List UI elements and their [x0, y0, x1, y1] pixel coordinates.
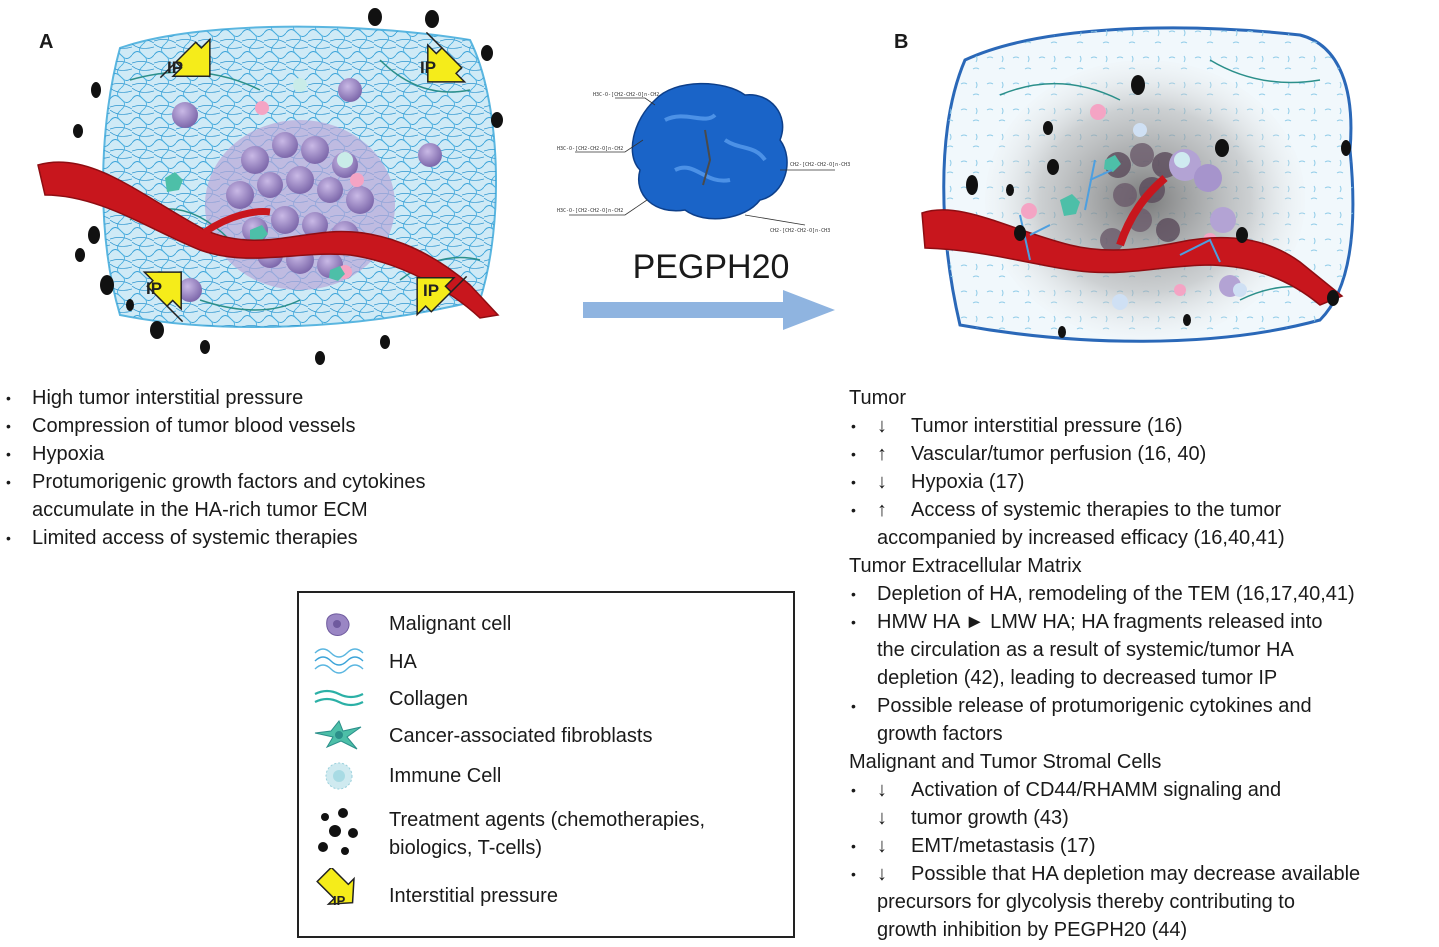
panel-b-tumor-illustration — [921, 26, 1355, 343]
protein-surface — [631, 82, 788, 220]
peg-chains — [569, 97, 835, 226]
list-item: Compression of tumor blood vessels — [4, 412, 426, 440]
pegph20-molecule: H3C-O-[CH2-CH2-O]n-CH2 H3C-O-[CH2-CH2-O]… — [557, 82, 850, 234]
list-item-continuation: ↓tumor growth (43) — [849, 804, 1360, 832]
list-item-continuation: accumulate in the HA-rich tumor ECM — [32, 499, 368, 521]
legend-ha: HA — [389, 651, 417, 673]
ip-arrow-bottom-left: IP — [142, 271, 184, 323]
interstitial-pressure-icon: IP — [316, 868, 355, 908]
legend-interstitial-pressure: Interstitial pressure — [389, 885, 558, 907]
list-item-continuation: precursors for glycolysis thereby contri… — [877, 891, 1295, 913]
panel-a-findings-list: High tumor interstitial pressure Compres… — [4, 384, 426, 552]
peg-chain-label: CH2-[CH2-CH2-O]n-CH3 — [770, 228, 830, 234]
section-heading: Malignant and Tumor Stromal Cells — [849, 751, 1162, 773]
svg-text:IP: IP — [420, 58, 436, 77]
change-arrow: ↑ — [877, 499, 887, 521]
legend-immune-cell: Immune Cell — [389, 765, 502, 787]
list-item-continuation: the circulation as a result of systemic/… — [877, 639, 1294, 661]
legend-malignant-cell: Malignant cell — [389, 613, 512, 635]
treatment-agents-a — [73, 8, 503, 365]
list-item-continuation: depletion (42), leading to decreased tum… — [877, 667, 1278, 689]
ha-icon — [314, 648, 364, 674]
panel-b-label: B — [894, 31, 909, 53]
list-item: ↓Activation of CD44/RHAMM signaling and — [849, 776, 1360, 804]
treatment-agents-icon — [318, 808, 358, 855]
malignant-cell-icon — [326, 613, 350, 636]
list-item: ↑Vascular/tumor perfusion (16, 40) — [849, 440, 1360, 468]
peg-chain-label: H3C-O-[CH2-CH2-O]n-CH2 — [557, 146, 623, 152]
list-item: Limited access of systemic therapies — [4, 524, 426, 552]
immune-cell-icon — [325, 762, 353, 790]
change-arrow: ↓ — [877, 415, 887, 437]
list-item: ↓Possible that HA depletion may decrease… — [849, 860, 1360, 888]
section-heading: Tumor — [849, 387, 907, 409]
blue-vessel-sprouts — [1019, 159, 1221, 263]
legend-treatment-agents-line2: biologics, T-cells) — [389, 837, 543, 859]
change-arrow: ↓ — [877, 779, 887, 801]
blood-vessel-b — [921, 209, 1344, 306]
change-arrow: ↓ — [877, 807, 887, 829]
list-item: Hypoxia — [4, 440, 426, 468]
panel-b-effects-list: Tumor ↓Tumor interstitial pressure (16) … — [849, 384, 1360, 944]
list-item-continuation: growth inhibition by PEGPH20 (44) — [877, 919, 1188, 941]
svg-text:IP: IP — [423, 281, 439, 300]
change-arrow: ↓ — [877, 835, 887, 857]
change-arrow: ↓ — [877, 471, 887, 493]
ip-arrow-top-right: IP — [420, 31, 467, 83]
list-item: Possible release of protumorigenic cytok… — [849, 692, 1360, 720]
legend-fibroblasts: Cancer-associated fibroblasts — [389, 725, 653, 747]
list-item: HMW HA ► LMW HA; HA fragments released i… — [849, 608, 1360, 636]
panel-a-tumor-illustration: IP IP IP IP — [37, 8, 503, 365]
list-item: ↓Tumor interstitial pressure (16) — [849, 412, 1360, 440]
svg-text:IP: IP — [333, 893, 346, 908]
peg-chain-label: H3C-O-[CH2-CH2-O]n-CH2 — [593, 92, 659, 98]
ip-arrow-bottom-right: IP — [416, 275, 468, 317]
fibroblasts-b — [1060, 155, 1121, 216]
list-item: Depletion of HA, remodeling of the TEM (… — [849, 580, 1360, 608]
peg-chain-label: CH2-[CH2-CH2-O]n-CH3 — [790, 162, 850, 168]
list-item-continuation: growth factors — [877, 723, 1003, 745]
svg-text:IP: IP — [167, 58, 183, 77]
transition-arrow — [583, 290, 835, 330]
list-item: Protumorigenic growth factors and cytoki… — [4, 468, 426, 496]
list-item: ↑Access of systemic therapies to the tum… — [849, 496, 1360, 524]
list-item-continuation: accompanied by increased efficacy (16,40… — [877, 527, 1285, 549]
list-item: ↓EMT/metastasis (17) — [849, 832, 1360, 860]
fibroblasts-a — [165, 172, 345, 281]
change-arrow: ↓ — [877, 863, 887, 885]
fibroblast-icon — [314, 720, 362, 750]
legend: Malignant cell HA Collagen Cancer-associ… — [297, 591, 795, 938]
panel-a-label: A — [39, 31, 54, 53]
list-item: ↓Hypoxia (17) — [849, 468, 1360, 496]
svg-text:IP: IP — [146, 279, 162, 298]
change-arrow: ↑ — [877, 443, 887, 465]
drug-name: PEGPH20 — [632, 248, 790, 286]
legend-collagen: Collagen — [389, 688, 468, 710]
treatment-agents-b — [966, 75, 1351, 338]
list-item: High tumor interstitial pressure — [4, 384, 426, 412]
peg-chain-label: H3C-O-[CH2-CH2-O]n-CH2 — [557, 208, 623, 214]
collagen-icon — [314, 689, 364, 707]
section-heading: Tumor Extracellular Matrix — [849, 555, 1082, 577]
legend-treatment-agents-line1: Treatment agents (chemotherapies, — [389, 809, 706, 831]
ip-arrow-top-left: IP — [159, 37, 211, 79]
